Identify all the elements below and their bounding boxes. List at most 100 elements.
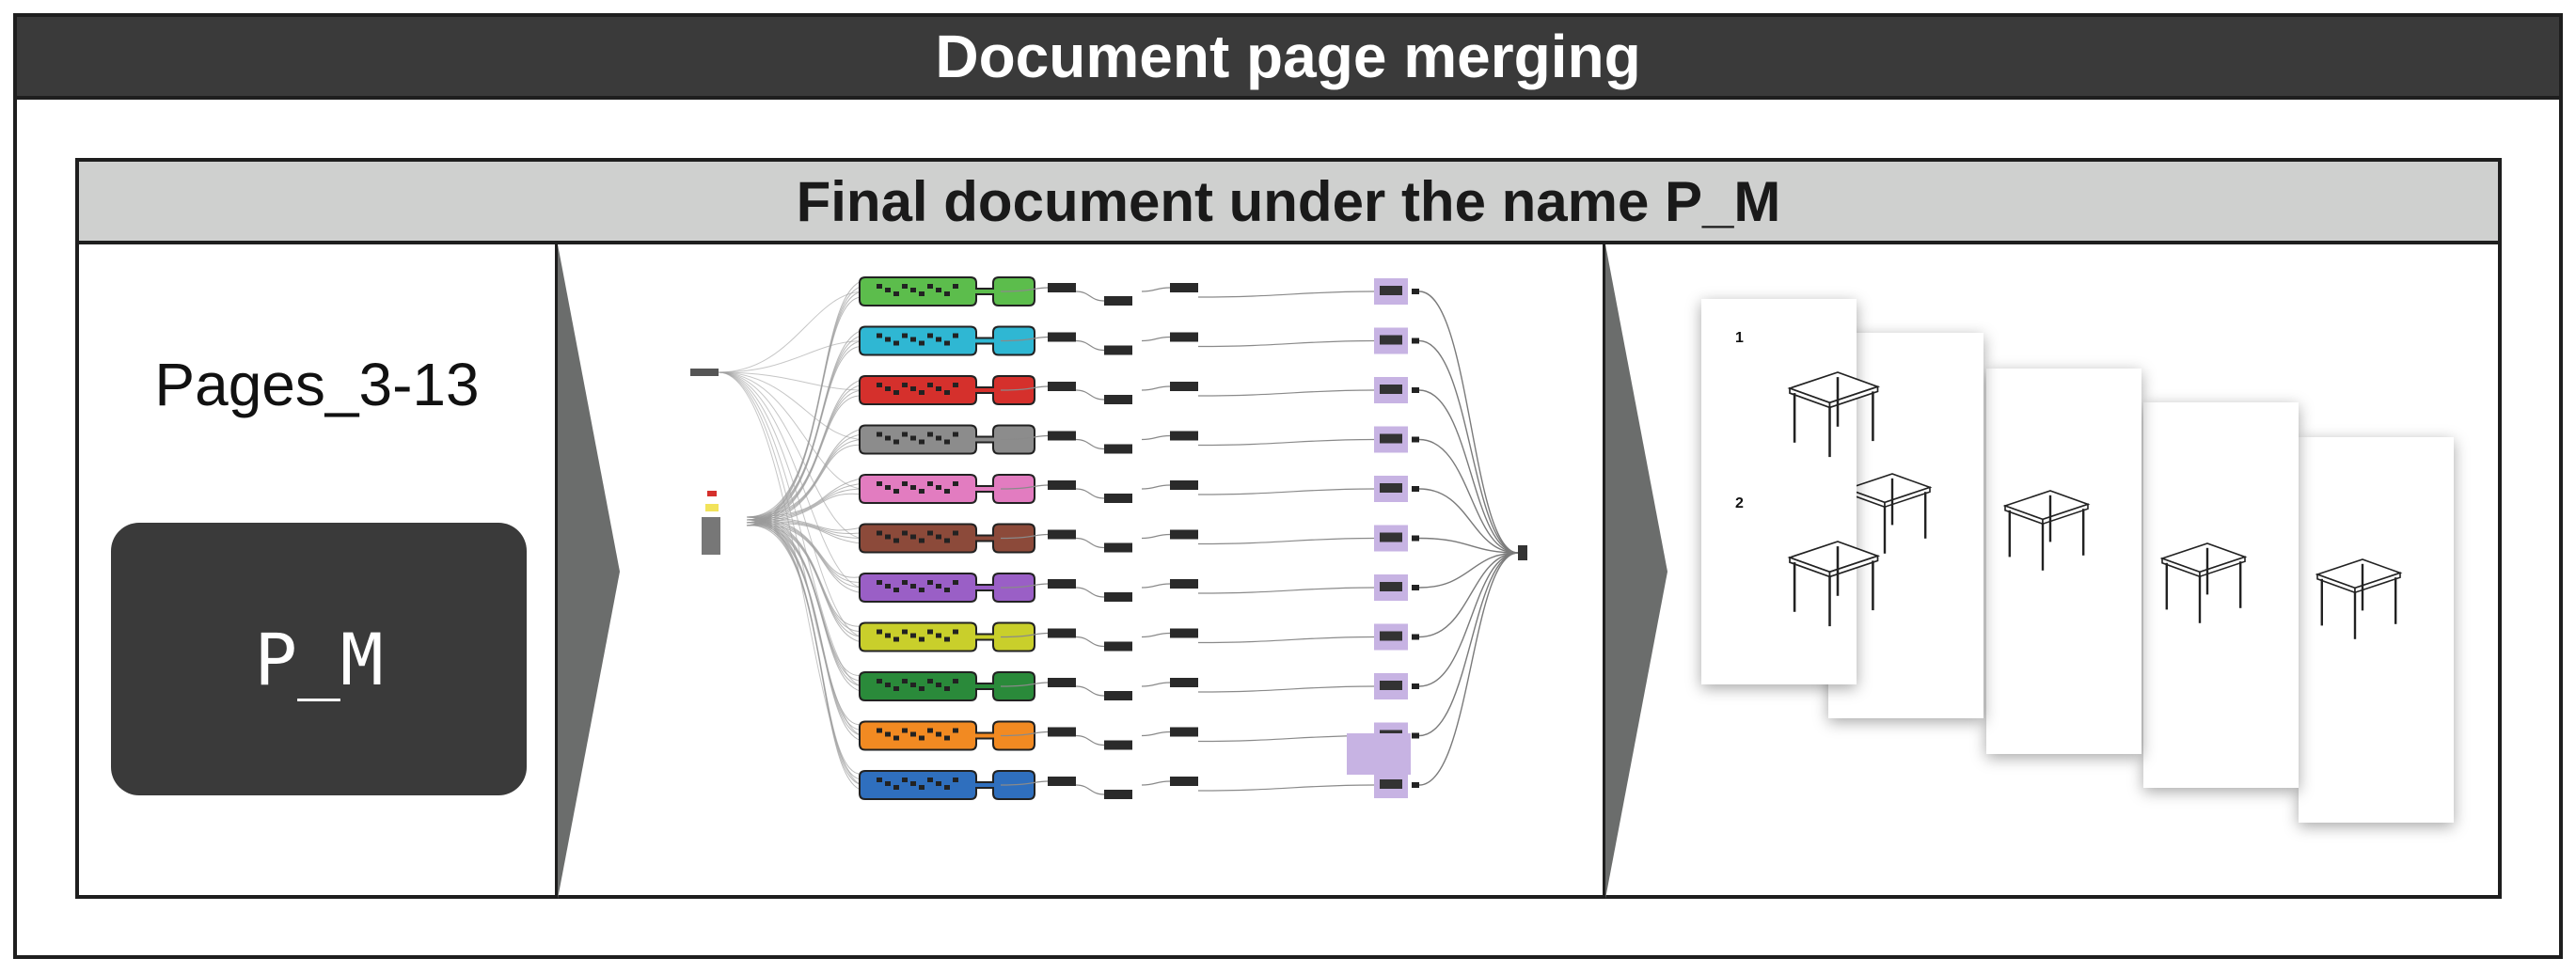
- wire: [1141, 632, 1171, 638]
- node: [936, 584, 941, 589]
- wire: [1075, 438, 1105, 450]
- node: [893, 439, 899, 445]
- input-node: [705, 504, 719, 511]
- wire: [746, 519, 865, 682]
- node: [927, 679, 933, 683]
- wire: [746, 329, 865, 518]
- wire: [1075, 685, 1105, 697]
- node: [885, 633, 891, 638]
- node: [1412, 436, 1419, 443]
- node: [1048, 777, 1076, 786]
- wire: [1000, 336, 1049, 342]
- page-number: 2: [1735, 495, 1744, 511]
- node: [944, 291, 950, 296]
- wire: [718, 371, 865, 637]
- node: [1170, 382, 1198, 391]
- node: [953, 383, 958, 387]
- wire: [746, 335, 865, 521]
- wire: [1000, 730, 1049, 737]
- wire: [1197, 685, 1375, 693]
- table-edge: [2042, 503, 2089, 526]
- wire: [1197, 587, 1375, 594]
- node: [902, 629, 908, 635]
- wire: [1141, 730, 1171, 737]
- page-sheet: [2299, 437, 2454, 823]
- node: [944, 785, 950, 790]
- node: [1048, 529, 1076, 540]
- node: [1412, 683, 1419, 689]
- node: [893, 538, 899, 543]
- wire: [1141, 780, 1171, 786]
- wire: [1418, 552, 1519, 737]
- table-drawing: [1787, 371, 1881, 458]
- wire: [718, 371, 865, 391]
- node: [1104, 395, 1132, 404]
- node: [1412, 732, 1419, 739]
- node: [1104, 296, 1132, 306]
- wire: [746, 525, 865, 792]
- node: [885, 584, 891, 589]
- wire: [746, 516, 865, 578]
- table-edge: [1828, 385, 1879, 409]
- node: [1104, 444, 1132, 454]
- node: [953, 432, 958, 437]
- node: [885, 386, 891, 391]
- node: [919, 588, 925, 592]
- node: [1380, 385, 1402, 394]
- node: [1412, 585, 1419, 590]
- node: [877, 383, 882, 387]
- wire: [1418, 552, 1519, 638]
- wire: [746, 285, 865, 521]
- wire: [1418, 552, 1519, 786]
- node: [893, 636, 899, 642]
- node: [893, 489, 899, 494]
- divider-left: [555, 244, 558, 895]
- wire: [746, 519, 865, 780]
- node: [910, 584, 916, 589]
- wire: [1075, 389, 1105, 401]
- node: [1380, 681, 1402, 690]
- wire: [718, 371, 865, 589]
- node: [936, 386, 941, 391]
- node: [936, 731, 941, 737]
- node: [927, 481, 933, 486]
- table-edge: [1828, 555, 1879, 578]
- node: [885, 435, 891, 441]
- node: [902, 383, 908, 387]
- node: [1170, 628, 1198, 638]
- wire: [1075, 587, 1105, 598]
- node: [1412, 634, 1419, 640]
- node: [902, 481, 908, 486]
- wire: [1197, 537, 1375, 545]
- node: [910, 633, 916, 638]
- node: [927, 778, 933, 782]
- node: [910, 435, 916, 441]
- node: [944, 390, 950, 395]
- node: [885, 731, 891, 737]
- node: [919, 489, 925, 494]
- arrow-right-icon: [1605, 244, 1667, 899]
- wire: [1418, 552, 1519, 589]
- node: [1104, 691, 1132, 700]
- node: [1048, 431, 1076, 441]
- node: [944, 439, 950, 445]
- output-name-label: P_M: [254, 617, 384, 701]
- wire: [1000, 583, 1049, 589]
- page-sheet: [1986, 369, 2141, 754]
- node: [953, 778, 958, 782]
- wire: [1075, 734, 1105, 746]
- node: [1412, 387, 1419, 393]
- node: [1170, 678, 1198, 687]
- wire: [718, 371, 865, 440]
- wire: [1141, 385, 1171, 391]
- highlight-block: [1347, 733, 1411, 775]
- node: [1104, 740, 1132, 750]
- output-node: [1518, 545, 1527, 560]
- node: [877, 481, 882, 486]
- node: [1380, 779, 1402, 789]
- node: [1170, 727, 1198, 737]
- wire: [746, 525, 865, 742]
- input-node: [707, 491, 717, 496]
- node: [902, 728, 908, 733]
- node: [877, 284, 882, 289]
